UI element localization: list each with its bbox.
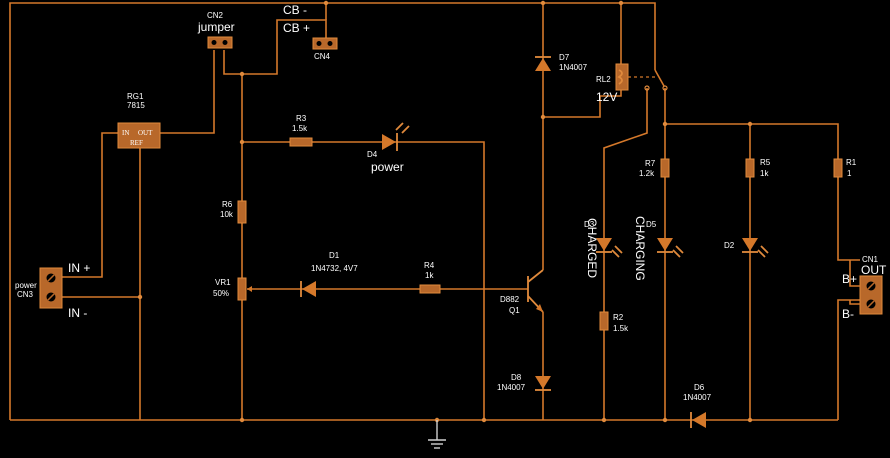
cb-plus-label: CB + [283, 21, 310, 35]
cn2-jumper: CN2 jumper [197, 11, 235, 49]
r2-value-label: 1.5k [613, 324, 629, 333]
r3-value-label: 1.5k [292, 124, 308, 133]
cn4-connector: CB - CB + CN4 [283, 3, 338, 61]
cn3-value-label: CN3 [17, 290, 34, 299]
cb-minus-label: CB - [283, 3, 307, 17]
d4-ref-label: D4 [367, 150, 378, 159]
d8-diode: D8 1N4007 [497, 373, 551, 392]
d2-ref-label: D2 [724, 241, 735, 250]
d8-value-label: 1N4007 [497, 383, 526, 392]
rg1-ref-label: RG1 [127, 92, 144, 101]
d1-zener-diode: D1 1N4732, 4V7 [300, 251, 358, 297]
cn3-power-connector: power CN3 IN + IN - [15, 261, 90, 320]
rl2-relay: RL2 12V [596, 63, 668, 104]
cn2-value-label: jumper [197, 20, 235, 34]
d5-charging-led: D5 CHARGING [633, 216, 684, 281]
r2-resistor: R2 1.5k [599, 311, 629, 333]
q1-value-label: Q1 [509, 306, 520, 315]
d2-led: D2 [724, 238, 769, 258]
r3-resistor: R3 1.5k [289, 114, 313, 147]
d1-value-label: 1N4732, 4V7 [311, 264, 358, 273]
cn2-ref-label: CN2 [207, 11, 224, 20]
rg1-out-pin: OUT [138, 129, 153, 137]
r5-resistor: R5 1k [745, 158, 771, 178]
in-plus-label: IN + [68, 261, 90, 275]
r7-value-label: 1.2k [639, 169, 655, 178]
junction-dots [137, 0, 753, 423]
r2-ref-label: R2 [613, 313, 624, 322]
q1-transistor: D882 Q1 [500, 258, 544, 320]
d7-diode: D7 1N4007 [535, 53, 588, 72]
wires [9, 2, 860, 421]
d3-ref-label: D3 [584, 220, 595, 229]
in-minus-label: IN - [68, 306, 87, 320]
vr1-value-label: 50% [213, 289, 229, 298]
r7-ref-label: R7 [645, 159, 656, 168]
d7-ref-label: D7 [559, 53, 570, 62]
d5-value-label: CHARGING [633, 216, 647, 281]
cn1-value-label: OUT [861, 263, 887, 277]
d5-ref-label: D5 [646, 220, 657, 229]
r1-ref-label: R1 [846, 158, 857, 167]
ground-symbol [428, 420, 446, 449]
rl2-value-label: 12V [596, 90, 617, 104]
b-plus-label: B+ [842, 272, 857, 286]
r1-value-label: 1 [847, 169, 852, 178]
r5-ref-label: R5 [760, 158, 771, 167]
d7-value-label: 1N4007 [559, 63, 588, 72]
rg1-in-pin: IN [122, 129, 129, 137]
rg1-ref-pin: REF [130, 139, 143, 147]
cn3-ref-label: power [15, 281, 37, 290]
q1-ref-label: D882 [500, 295, 520, 304]
d4-value-label: power [371, 160, 404, 174]
r1-resistor: R1 1 [833, 158, 857, 178]
cn1-output-connector: CN1 OUT B+ B- [842, 255, 887, 321]
d3-value-label: CHARGED [585, 218, 599, 278]
d3-charged-led: D3 CHARGED [584, 218, 623, 278]
vr1-potentiometer: VR1 50% [213, 277, 252, 301]
r4-value-label: 1k [425, 271, 434, 280]
cn4-ref-label: CN4 [314, 52, 331, 61]
r4-resistor: R4 1k [419, 261, 441, 294]
rg1-regulator: IN OUT REF RG1 7815 [117, 92, 161, 149]
r5-value-label: 1k [760, 169, 769, 178]
d6-value-label: 1N4007 [683, 393, 712, 402]
r6-value-label: 10k [220, 210, 234, 219]
r4-ref-label: R4 [424, 261, 435, 270]
d1-ref-label: D1 [329, 251, 340, 260]
rg1-value-label: 7815 [127, 101, 145, 110]
d6-diode: D6 1N4007 [683, 383, 712, 428]
rl2-ref-label: RL2 [596, 75, 611, 84]
r6-resistor: R6 10k [220, 200, 247, 224]
b-minus-label: B- [842, 307, 854, 321]
r3-ref-label: R3 [296, 114, 307, 123]
cn1-ref-label: CN1 [862, 255, 879, 264]
d6-ref-label: D6 [694, 383, 705, 392]
d8-ref-label: D8 [511, 373, 522, 382]
vr1-ref-label: VR1 [215, 278, 231, 287]
r7-resistor: R7 1.2k [639, 158, 670, 178]
d4-power-led: D4 power [367, 122, 410, 174]
r6-ref-label: R6 [222, 200, 233, 209]
